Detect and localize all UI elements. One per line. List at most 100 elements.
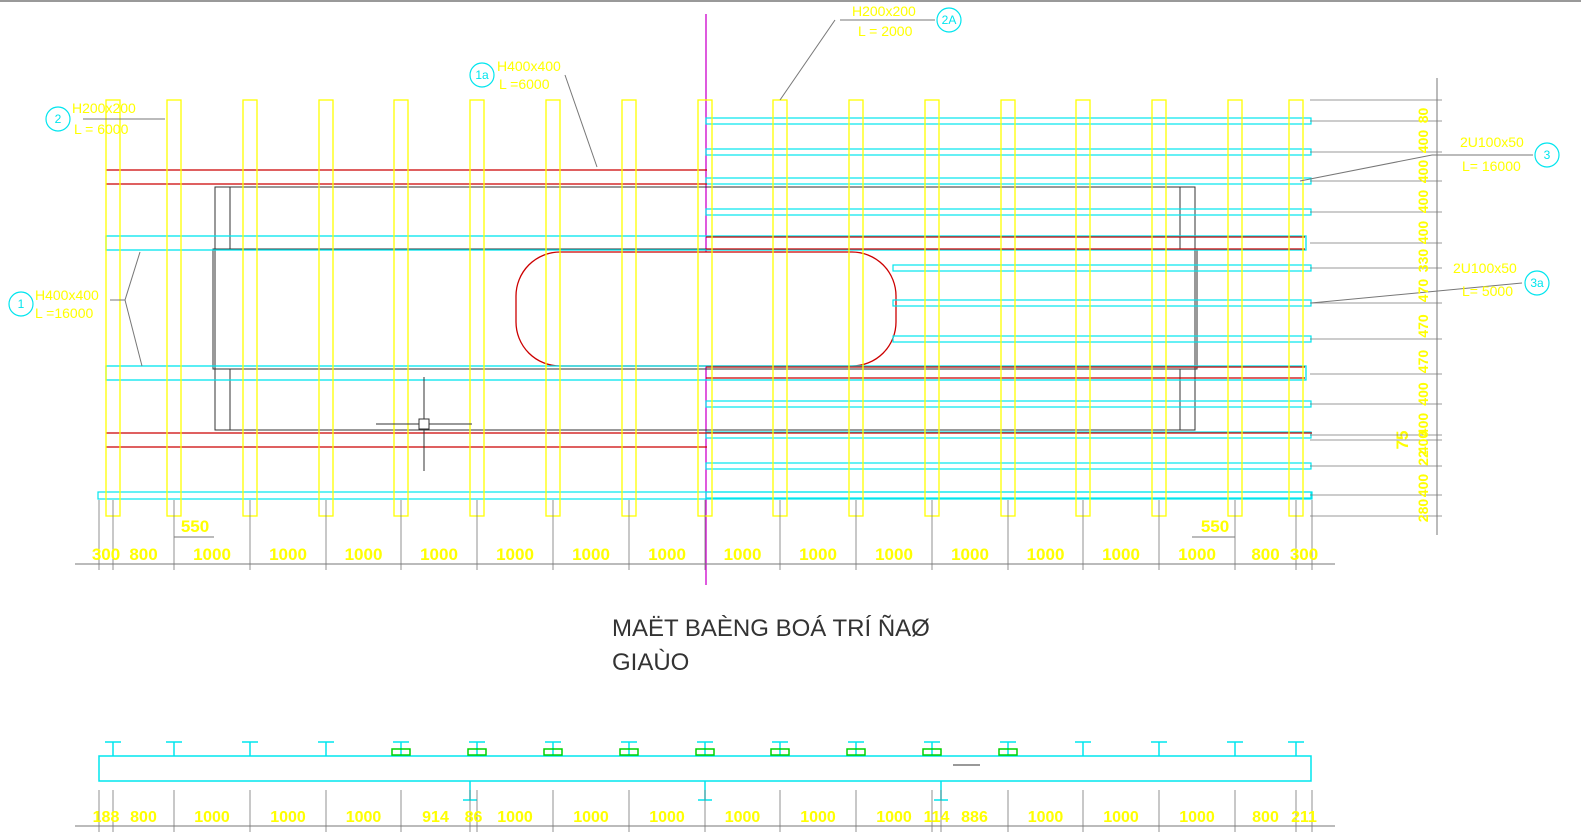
callout-2-section: H200x200 (72, 100, 136, 116)
section-dim-value: 114 (924, 809, 950, 826)
beam-2u-short (892, 264, 1312, 272)
callout-leader (1299, 154, 1433, 182)
callout-3a-circle (1524, 270, 1550, 296)
callout-1a-section: H400x400 (497, 58, 561, 74)
callout-leader (124, 299, 143, 367)
callout-3-tag: 3 (1544, 148, 1551, 162)
section-dim-value: 1000 (497, 809, 533, 826)
dim-bottom-value: 1000 (1178, 545, 1216, 564)
section-dim-value: 1000 (194, 809, 230, 826)
dim-right-value: 400 (1415, 160, 1431, 184)
beam-2u-short (705, 177, 1312, 185)
callout-1: 1 H400x400 L =16000 (8, 287, 99, 321)
section-green-shim (695, 748, 715, 756)
callout-leader (779, 19, 836, 101)
section-dim-value: 1000 (1179, 809, 1215, 826)
dim-bottom-value: 1000 (496, 545, 534, 564)
title-line-2: GIAÙO (612, 649, 689, 676)
dim-bottom-value: 1000 (420, 545, 458, 564)
beam-2u-short (705, 400, 1312, 408)
section-green-shim (619, 748, 639, 756)
callout-1a-tag: 1a (475, 68, 489, 82)
section-dim-value: 86 (465, 809, 483, 826)
formwork-inner (212, 248, 1198, 370)
dim-right-value: 470 (1415, 279, 1431, 303)
callout-1-length: L =16000 (35, 305, 93, 321)
section-dim-value: 1000 (649, 809, 685, 826)
dim-bottom-value: 1000 (799, 545, 837, 564)
section-dim-value: 1000 (1028, 809, 1064, 826)
callout-3-circle (1534, 142, 1560, 168)
callout-1a: 1a H400x400 L =6000 (469, 58, 561, 92)
callout-2-length: L = 6000 (74, 121, 129, 137)
dim-bottom-value: 300 (92, 545, 120, 564)
callout-3-length: L= 16000 (1462, 158, 1521, 174)
section-dim-value: 211 (1291, 809, 1317, 826)
section-green-shim (998, 748, 1018, 756)
callout-3-section: 2U100x50 (1460, 134, 1524, 150)
post-h200 (469, 99, 485, 517)
title-line-1: MAËT BAÈNG BOÁ TRÍ ÑAØ (612, 615, 930, 642)
beam-2u-short (705, 148, 1312, 156)
dim-bottom-value: 1000 (1027, 545, 1065, 564)
callouts: 1 H400x400 L =16000 1a H400x400 L =6000 … (8, 3, 1560, 321)
beam-2u-short (892, 299, 1312, 307)
post-h200 (1000, 99, 1016, 517)
dim-right-value: 470 (1415, 350, 1431, 374)
post-h200 (393, 99, 409, 517)
callout-2a-section: H200x200 (852, 3, 916, 19)
callout-2-circle (45, 106, 71, 132)
section-dim-value: 1000 (725, 809, 761, 826)
callout-1-section: H400x400 (35, 287, 99, 303)
post-h200 (1227, 99, 1243, 517)
dim-bottom-value: 1000 (951, 545, 989, 564)
callout-leader (564, 74, 598, 168)
section-dim-value: 1000 (270, 809, 306, 826)
post-h200 (318, 99, 334, 517)
callout-1-tag: 1 (18, 297, 25, 311)
dim-bottom-value: 1000 (345, 545, 383, 564)
callout-3a: 3a 2U100x50 L= 5000 (1453, 260, 1550, 299)
section-green-shim (922, 748, 942, 756)
beam-2u-short (705, 117, 1312, 125)
dim-bottom-value: 1000 (1102, 545, 1140, 564)
beam-2u-short (705, 208, 1312, 216)
plan-geometry (83, 19, 1533, 801)
dim-550-right: 550 (1201, 517, 1229, 536)
dim-right-value: 400 (1415, 221, 1431, 245)
dim-bottom-value: 1000 (724, 545, 762, 564)
post-h200 (166, 99, 182, 517)
dim-right-value: 280 (1415, 499, 1431, 523)
callout-2: 2 H200x200 L = 6000 (45, 100, 136, 137)
callout-leader (124, 251, 141, 301)
callout-3a-section: 2U100x50 (1453, 260, 1517, 276)
post-h200 (1075, 99, 1091, 517)
section-dim-value: 1000 (573, 809, 609, 826)
callout-2a: 2A H200x200 L = 2000 (852, 3, 962, 39)
dim-right-value: 400 (1415, 431, 1431, 455)
callout-1a-length: L =6000 (499, 76, 550, 92)
callout-2a-circle (936, 7, 962, 33)
callout-leader (1310, 282, 1523, 304)
section-dim-value: 1000 (1103, 809, 1139, 826)
dim-right-value: 400 (1415, 413, 1431, 437)
callout-3a-tag: 3a (1530, 276, 1544, 290)
section-beam (98, 755, 1312, 782)
dim-right-value: 22 (1415, 450, 1431, 466)
section-green-shim (543, 748, 563, 756)
formwork-outline (214, 186, 1196, 431)
dimension-texts: 550 550 75 80400400400400330470470470400… (75, 78, 1442, 832)
dim-bottom-value: 1000 (648, 545, 686, 564)
opening-outline (515, 251, 897, 367)
section-green-shim (391, 748, 411, 756)
post-h200 (924, 99, 940, 517)
section-dim-value: 886 (961, 809, 988, 826)
post-h200 (1288, 99, 1304, 517)
dim-bottom-value: 800 (1251, 545, 1279, 564)
section-green-shim (770, 748, 790, 756)
section-dim-value: 188 (93, 809, 120, 826)
beam-2u-short (705, 491, 1312, 499)
callout-1a-circle (469, 62, 495, 88)
callout-3a-length: L= 5000 (1462, 283, 1513, 299)
